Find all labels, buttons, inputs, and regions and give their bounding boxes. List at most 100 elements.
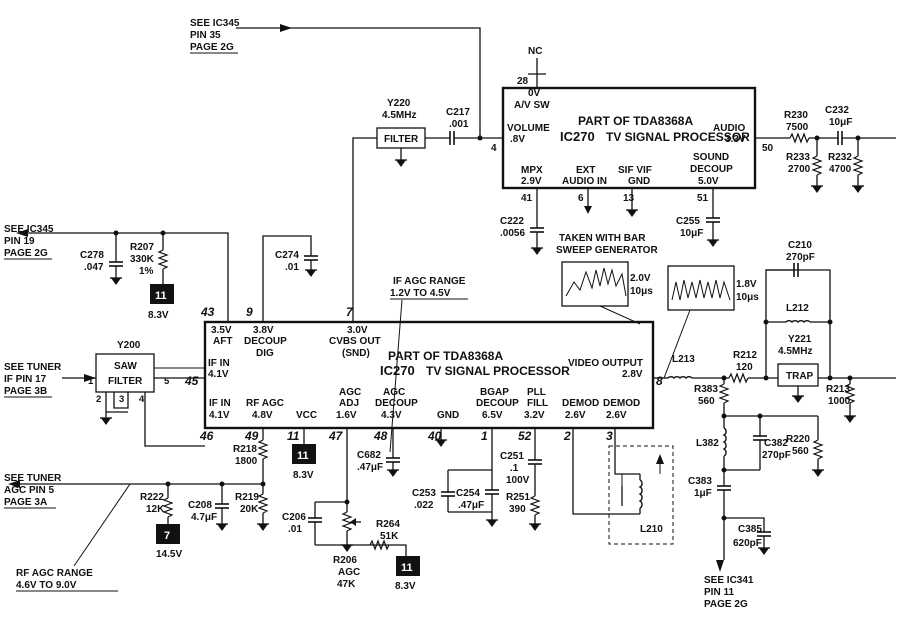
ic-main-video: VIDEO OUTPUT [568,358,643,369]
r213-label: R213 [826,384,850,395]
ic-main-aft-label: AFT [213,336,232,347]
c274-network: C274 .01 [262,235,319,322]
ic-top-nc: NC [528,46,542,57]
c222-capacitor: C222 .0056 [500,216,545,256]
ic-main-demod2-volt: 2.6V [606,410,627,421]
ref-tuner-if-line2: IF PIN 17 [4,374,47,385]
c278-value: .047 [84,262,104,273]
saw-label: SAW [114,361,137,372]
video-output-network: L213 R212 120 TRAP Y221 4.5MHz C210 270p… [653,240,896,560]
ic-top-av-volt: 0V [528,88,541,99]
ic-top-sif-gnd: GND [628,176,650,187]
c217-label: C217 [446,107,470,118]
pin-50: 50 [762,143,774,154]
ic-top-mpx-volt: 2.9V [521,176,542,187]
r230-value: 7500 [786,122,809,133]
y221-label: Y221 [788,334,812,345]
pin-1: 1 [481,429,488,443]
r251-value: 390 [509,504,526,515]
ic-main-vcc: VCC [296,410,317,421]
r206-agc: AGC [338,567,360,578]
volt-r207: 8.3V [148,310,169,321]
pin-43: 43 [200,305,215,319]
c217-value: .001 [449,119,469,130]
c208-value: 4.7μF [191,512,217,523]
ref-ic345-left-line2: PIN 19 [4,236,35,247]
vcc-supply: 11 8.3V [292,428,316,481]
c682-value: .47μF [357,462,383,473]
c210-value: 270pF [786,252,815,263]
ic-main-ifin-b: IF IN [209,398,231,409]
pin-13: 13 [623,193,635,204]
ic-top-name: IC270 [560,129,595,144]
ref-ic345-left-line3: PAGE 2G [4,248,48,259]
ic-main-bgap2: DECOUP [476,398,519,409]
c383-label: C383 [688,476,712,487]
ic-main-agcdec2: DECOUP [375,398,418,409]
ref-ic345-left-line1: SEE IC345 [4,224,54,235]
ic-main-cvbs-label: CVBS OUT [329,336,381,347]
y200-label: Y200 [117,340,141,351]
pin-48: 48 [373,429,388,443]
ic-main-rfagc-volt: 4.8V [252,410,273,421]
l213-label: L213 [672,354,695,365]
ic-top-volume-volt: .8V [510,134,525,145]
saw-pin-4: 4 [139,394,145,405]
ic-top-audio-volt: 3.3V [725,134,746,145]
c253-value: .022 [414,500,434,511]
c251-label: C251 [500,451,524,462]
ic-main-part: PART OF TDA8368A [388,349,503,363]
pin-4: 4 [491,143,497,154]
r383-label: R383 [694,384,718,395]
ic-main-demod1: DEMOD [562,398,599,409]
ic-main-gnd: GND [437,410,459,421]
pin-6: 6 [578,193,584,204]
ic270-main-block: PART OF TDA8368A IC270 TV SIGNAL PROCESS… [184,305,663,443]
rf-agc-network: R218 1800 R219 20K C208 4.7μF R222 12K 7… [16,428,270,592]
c232-label: C232 [825,105,849,116]
ic-top-mpx-label: MPX [521,165,543,176]
ic-main-dig-label: DECOUP [244,336,287,347]
ic-main-bgap: BGAP [480,387,509,398]
pin-8: 8 [656,374,663,388]
note-ifagc-2: 1.2V TO 4.5V [390,288,451,299]
c254-label: C254 [456,488,480,499]
c210-label: C210 [788,240,812,251]
ref-ic341-line3: PAGE 2G [704,599,748,610]
pin-9: 9 [246,305,253,319]
pin-7: 7 [346,305,354,319]
pin-49: 49 [244,429,259,443]
c232-value: 10μF [829,117,852,128]
c222-value: .0056 [500,228,525,239]
ref-tuner-agc-line1: SEE TUNER [4,473,62,484]
r219-label: R219 [235,492,259,503]
c682-network: C682 .47μF [357,428,401,478]
c206-value: .01 [288,524,302,535]
c255-label: C255 [676,216,700,227]
ic-main-dig-label2: DIG [256,348,274,359]
volt-r222: 14.5V [156,549,182,560]
ic-main-agcadj: AGC [339,387,361,398]
c274-value: .01 [285,262,299,273]
badge-11-r264: 11 [401,562,413,574]
ref-ic345-pin19: SEE IC345 PIN 19 PAGE 2G [4,224,54,260]
ic-main-video-volt: 2.8V [622,369,643,380]
l210-label: L210 [640,524,663,535]
c278-label: C278 [80,250,104,261]
c251-voltage: 100V [506,475,530,486]
ref-tuner-if: SEE TUNER IF PIN 17 PAGE 3B [4,362,96,398]
ic-main-aft-volt: 3.5V [211,325,232,336]
r251-label: R251 [506,492,530,503]
ic-main-pll: PLL [527,387,546,398]
r207-label: R207 [130,242,154,253]
r219-value: 20K [240,504,259,515]
audio-output-network: R230 7500 C232 10μF R233 2700 R232 4700 [784,105,896,194]
r218-value: 1800 [235,456,258,467]
l382-label: L382 [696,438,719,449]
r222-label: R222 [140,492,164,503]
pin-41: 41 [521,193,533,204]
c383-value: 1μF [694,488,712,499]
scope-waveform-1: TAKEN WITH BAR SWEEP GENERATOR 2.0V 10μs [556,233,658,325]
l212-label: L212 [786,303,809,314]
r222-value: 12K [146,504,165,515]
